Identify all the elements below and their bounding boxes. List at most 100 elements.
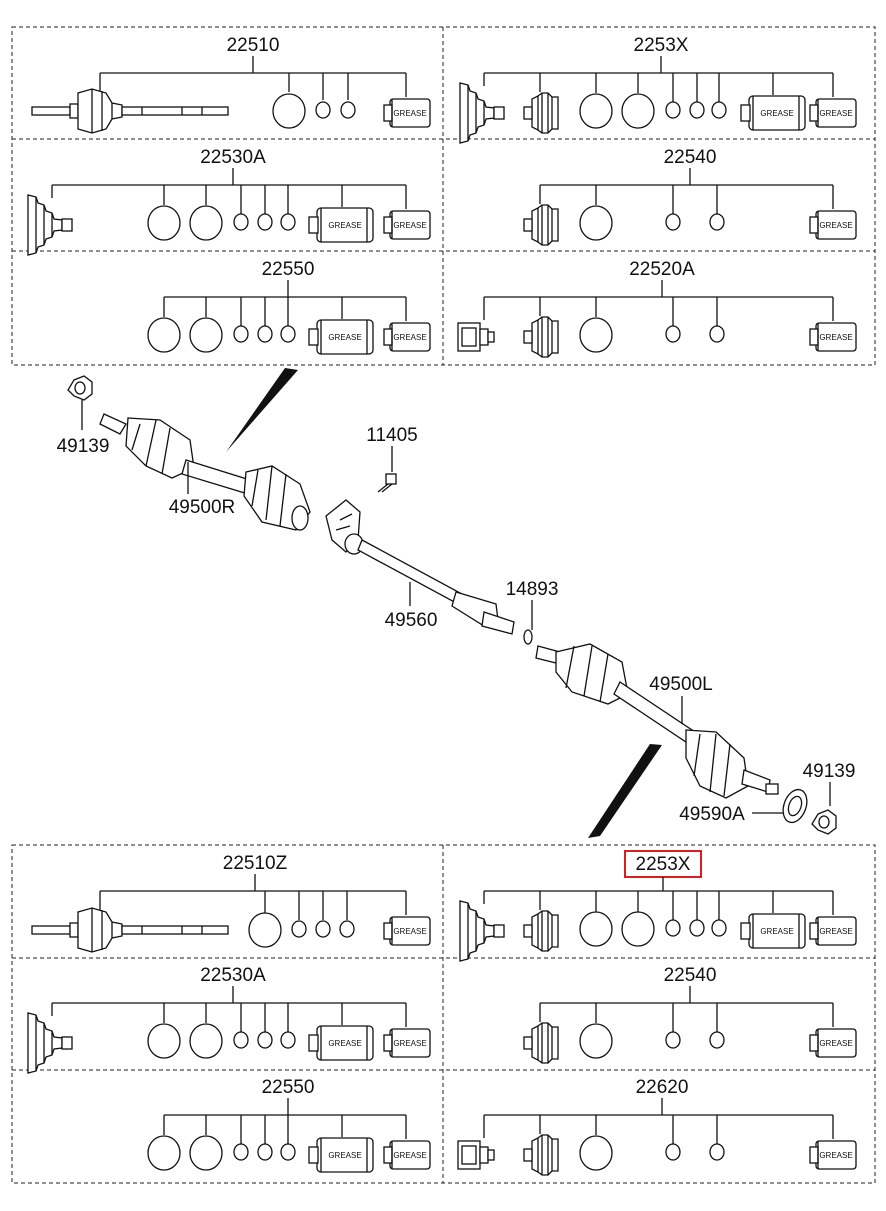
inner-joint-housing-icon xyxy=(457,1140,495,1170)
kit-22550-top[interactable]: 22550 GREASE GREASE xyxy=(147,259,431,355)
clip-icon xyxy=(709,325,725,343)
boot-band-icon xyxy=(579,205,613,241)
svg-text:GREASE: GREASE xyxy=(393,221,426,230)
kit-22540-bottom[interactable]: 22540 GREASE xyxy=(523,965,857,1064)
inner-boot-icon xyxy=(523,204,559,246)
kit-label: 22620 xyxy=(636,1077,689,1098)
inner-boot-icon xyxy=(523,316,559,358)
callout-49139-right: 49139 xyxy=(57,436,110,457)
intermediate-shaft-49560[interactable] xyxy=(325,499,515,635)
svg-text:GREASE: GREASE xyxy=(393,1039,426,1048)
grease-tube-icon: GREASE xyxy=(809,322,857,352)
outer-boot-icon xyxy=(459,82,505,144)
tone-ring-49590a[interactable] xyxy=(779,786,811,825)
callout-49500l: 49500L xyxy=(649,674,712,695)
svg-text:GREASE: GREASE xyxy=(328,1039,361,1048)
outer-boot-icon xyxy=(27,1012,73,1074)
kit-22530a-top[interactable]: 22530A GREASE GREASE xyxy=(27,147,431,256)
clip-icon xyxy=(280,1031,296,1049)
cv-shaft-assembly-icon xyxy=(31,907,229,953)
boot-band-icon xyxy=(189,1023,223,1059)
cv-shaft-assembly-icon xyxy=(31,88,229,134)
nut-49139-right[interactable] xyxy=(67,375,93,401)
kit-label: 22540 xyxy=(664,147,717,168)
kit-22540-top[interactable]: 22540 GREASE xyxy=(523,147,857,246)
svg-text:GREASE: GREASE xyxy=(328,221,361,230)
inner-joint-housing-icon xyxy=(457,322,495,352)
kit-label: 22520A xyxy=(629,259,695,280)
clip-icon xyxy=(339,920,355,938)
kit-22520a-top[interactable]: 22520A GREASE xyxy=(457,259,857,358)
kit-22530a-bottom[interactable]: 22530A GREASE GREASE xyxy=(27,965,431,1074)
inner-boot-icon xyxy=(523,92,559,134)
clip-icon xyxy=(689,101,705,119)
svg-text:GREASE: GREASE xyxy=(328,333,361,342)
grease-pack-icon: GREASE xyxy=(308,1137,374,1173)
shaft-right-49500r[interactable] xyxy=(99,413,311,531)
outer-boot-icon xyxy=(27,194,73,256)
clip-icon xyxy=(665,213,681,231)
callout-11405: 11405 xyxy=(366,425,417,446)
boot-band-icon xyxy=(579,93,613,129)
clip-icon xyxy=(233,1143,249,1161)
kit-22550-bottom[interactable]: 22550 GREASE GREASE xyxy=(147,1077,431,1173)
bottom-kits-panel: 22510Z GREASE 2253X GREASE GREASE xyxy=(11,844,876,1184)
grease-tube-icon: GREASE xyxy=(383,1140,431,1170)
nut-49139-left[interactable] xyxy=(811,809,837,835)
pointer-wedge-icon xyxy=(588,744,662,838)
svg-text:GREASE: GREASE xyxy=(760,927,793,936)
svg-text:GREASE: GREASE xyxy=(393,109,426,118)
kit-2253x-bottom[interactable]: 2253X GREASE GREASE xyxy=(459,850,857,962)
grease-pack-icon: GREASE xyxy=(740,95,806,131)
clip-icon xyxy=(711,101,727,119)
callout-49139-left: 49139 xyxy=(803,761,856,782)
clip-icon xyxy=(280,213,296,231)
grease-tube-icon: GREASE xyxy=(809,98,857,128)
kit-label: 2253X xyxy=(636,854,691,875)
svg-text:GREASE: GREASE xyxy=(760,109,793,118)
svg-text:GREASE: GREASE xyxy=(819,221,852,230)
clip-icon xyxy=(233,1031,249,1049)
clip-icon xyxy=(665,101,681,119)
grease-tube-icon: GREASE xyxy=(809,1140,857,1170)
callout-14893: 14893 xyxy=(506,579,559,600)
clip-icon xyxy=(709,1143,725,1161)
clip-icon xyxy=(665,1143,681,1161)
callout-49560: 49560 xyxy=(385,610,438,631)
top-kits-panel: 22510 GREASE 2253X GREASE GREASE 22530A xyxy=(11,26,876,366)
grease-tube-icon: GREASE xyxy=(809,1028,857,1058)
boot-band-icon xyxy=(621,911,655,947)
bolt-11405[interactable] xyxy=(377,473,397,493)
svg-text:GREASE: GREASE xyxy=(819,109,852,118)
grease-tube-icon: GREASE xyxy=(383,322,431,352)
callout-49590a: 49590A xyxy=(679,804,745,825)
clip-icon xyxy=(709,1031,725,1049)
boot-band-icon xyxy=(579,1135,613,1171)
grease-pack-icon: GREASE xyxy=(308,319,374,355)
grease-pack-icon: GREASE xyxy=(740,913,806,949)
kit-22510-top[interactable]: 22510 GREASE xyxy=(31,35,431,134)
grease-tube-icon: GREASE xyxy=(809,210,857,240)
kit-22620-bottom[interactable]: 22620 GREASE xyxy=(457,1077,857,1176)
shaft-left-49500l[interactable] xyxy=(535,643,779,799)
boot-band-icon xyxy=(272,93,306,129)
clip-icon xyxy=(257,1031,273,1049)
clip-icon xyxy=(291,920,307,938)
kit-22510z-bottom[interactable]: 22510Z GREASE xyxy=(31,853,431,953)
grease-tube-icon: GREASE xyxy=(383,98,431,128)
kit-label: 22530A xyxy=(200,147,266,168)
svg-text:GREASE: GREASE xyxy=(819,927,852,936)
clip-icon xyxy=(711,919,727,937)
grease-tube-icon: GREASE xyxy=(383,1028,431,1058)
boot-band-icon xyxy=(621,93,655,129)
snap-ring-14893[interactable] xyxy=(523,629,533,645)
kit-label: 22550 xyxy=(262,259,315,280)
boot-band-icon xyxy=(579,911,613,947)
clip-icon xyxy=(665,325,681,343)
clip-icon xyxy=(315,101,331,119)
svg-text:GREASE: GREASE xyxy=(819,1151,852,1160)
boot-band-icon xyxy=(579,1023,613,1059)
inner-boot-icon xyxy=(523,910,559,952)
kit-label: 22540 xyxy=(664,965,717,986)
kit-2253x-top[interactable]: 2253X GREASE GREASE xyxy=(459,35,857,144)
